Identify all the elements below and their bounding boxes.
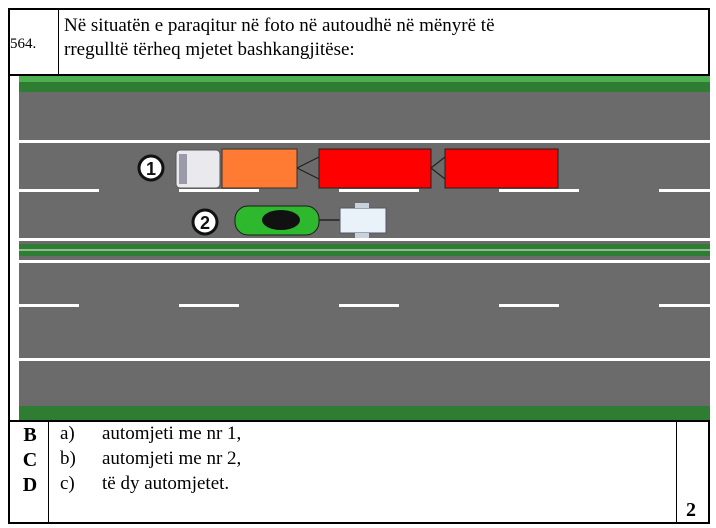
- answer-letter-b: B: [23, 424, 37, 446]
- answer-option-b[interactable]: b) automjeti me nr 2,: [60, 448, 241, 470]
- question-text-line-1: Në situatën e paraqitur në foto në autou…: [64, 15, 495, 36]
- highway-illustration: 1 2: [19, 76, 710, 420]
- lower-carriageway: [19, 256, 710, 406]
- car-trailer-wheel-top: [355, 203, 369, 208]
- option-text: automjeti me nr 2,: [102, 448, 242, 469]
- option-text: të dy automjetet.: [102, 473, 230, 494]
- vehicle-1-marker: 1: [137, 154, 165, 182]
- option-key: a): [60, 423, 75, 444]
- truck-cargo-body: [221, 148, 298, 189]
- vehicle-1-truck: [175, 148, 559, 189]
- letter-column-divider: [48, 421, 49, 524]
- lower-edge-line-top: [19, 260, 710, 263]
- truck-windshield: [179, 154, 187, 184]
- grass-top-edge: [19, 76, 710, 82]
- answer-letter-c: C: [22, 449, 38, 471]
- vehicle-2-car: [234, 203, 387, 238]
- upper-edge-line-bottom: [19, 238, 710, 241]
- answer-letter-d: D: [22, 474, 38, 496]
- points-column-divider: [676, 421, 677, 524]
- trailer-2: [444, 148, 559, 189]
- tow-bar-1: [296, 156, 320, 180]
- question-number: 564.: [10, 36, 37, 52]
- answer-option-c[interactable]: c) të dy automjetet.: [60, 473, 229, 495]
- option-key: c): [60, 473, 75, 494]
- option-text: automjeti me nr 1,: [102, 423, 242, 444]
- option-key: b): [60, 448, 76, 469]
- question-text-line-2: rregulltë tërheq mjetet bashkangjitëse:: [64, 39, 355, 60]
- highway-figure: 1 2: [19, 76, 710, 420]
- number-column-divider: [58, 8, 59, 76]
- median-line: [19, 249, 710, 251]
- vehicle-2-number: 2: [200, 213, 210, 233]
- answer-option-a[interactable]: a) automjeti me nr 1,: [60, 423, 241, 445]
- lower-lane-dashes: [19, 304, 710, 307]
- car-trailer: [339, 207, 387, 234]
- upper-edge-line-top: [19, 140, 710, 143]
- tow-bar-2: [430, 156, 446, 180]
- upper-lane-dashes: [19, 189, 710, 192]
- lower-edge-line-bottom: [19, 358, 710, 361]
- question-text: Në situatën e paraqitur në foto në autou…: [64, 14, 704, 62]
- points-value: 2: [686, 499, 696, 521]
- car-roof: [262, 210, 300, 230]
- figure-divider: [8, 420, 710, 422]
- vehicle-1-number: 1: [146, 159, 156, 179]
- vehicle-2-marker: 2: [191, 208, 219, 236]
- car-trailer-wheel-bottom: [355, 233, 369, 238]
- trailer-1: [318, 148, 432, 189]
- header-divider: [8, 74, 710, 76]
